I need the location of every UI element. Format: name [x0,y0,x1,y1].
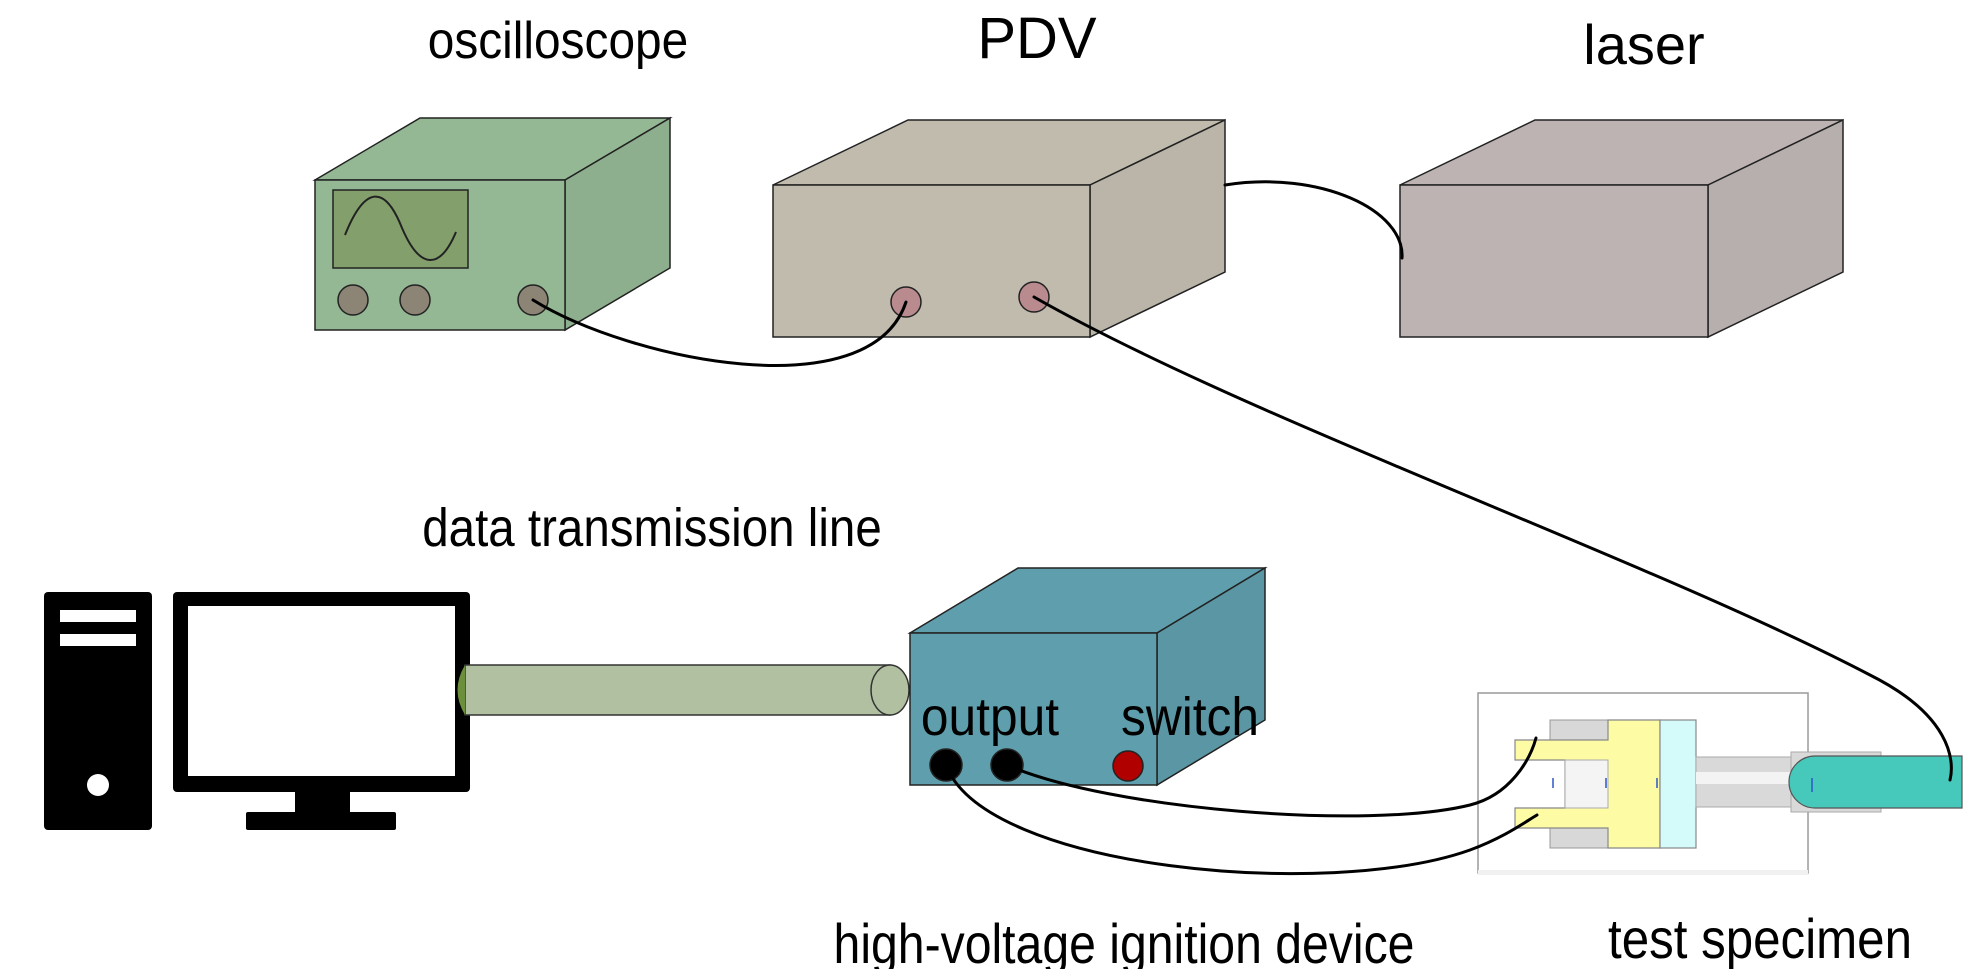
label-high-voltage-ignition-device: high-voltage ignition device [834,914,1415,969]
oscilloscope-knob-1 [337,284,369,316]
sine-wave-icon [344,195,457,261]
label-oscilloscope: oscilloscope [428,11,689,69]
test-specimen [1477,692,1963,875]
computer-icon [44,592,470,830]
data-transmission-tube [457,664,910,716]
wire-pdv-specimen [1032,295,1953,782]
wire-output-specimen-2 [944,763,1539,876]
pdv-box [772,118,1226,339]
computer-tower [44,592,152,830]
wires [531,180,1953,876]
ignition-device-box [907,566,1268,787]
label-test-specimen: test specimen [1608,908,1912,969]
label-switch: switch [1121,686,1259,746]
wire-oscilloscope-pdv [531,298,908,367]
laser-box [1399,118,1844,339]
label-pdv: PDV [977,6,1097,71]
wire-pdv-laser [1223,180,1404,260]
oscilloscope-knob-2 [399,284,431,316]
switch-button [1112,750,1144,782]
label-data-transmission-line: data transmission line [422,497,882,558]
label-output: output [921,686,1060,746]
oscilloscope-screen [332,189,469,269]
label-laser: laser [1583,13,1704,76]
oscilloscope-box [312,116,673,332]
wire-output-specimen-1 [1005,736,1538,818]
